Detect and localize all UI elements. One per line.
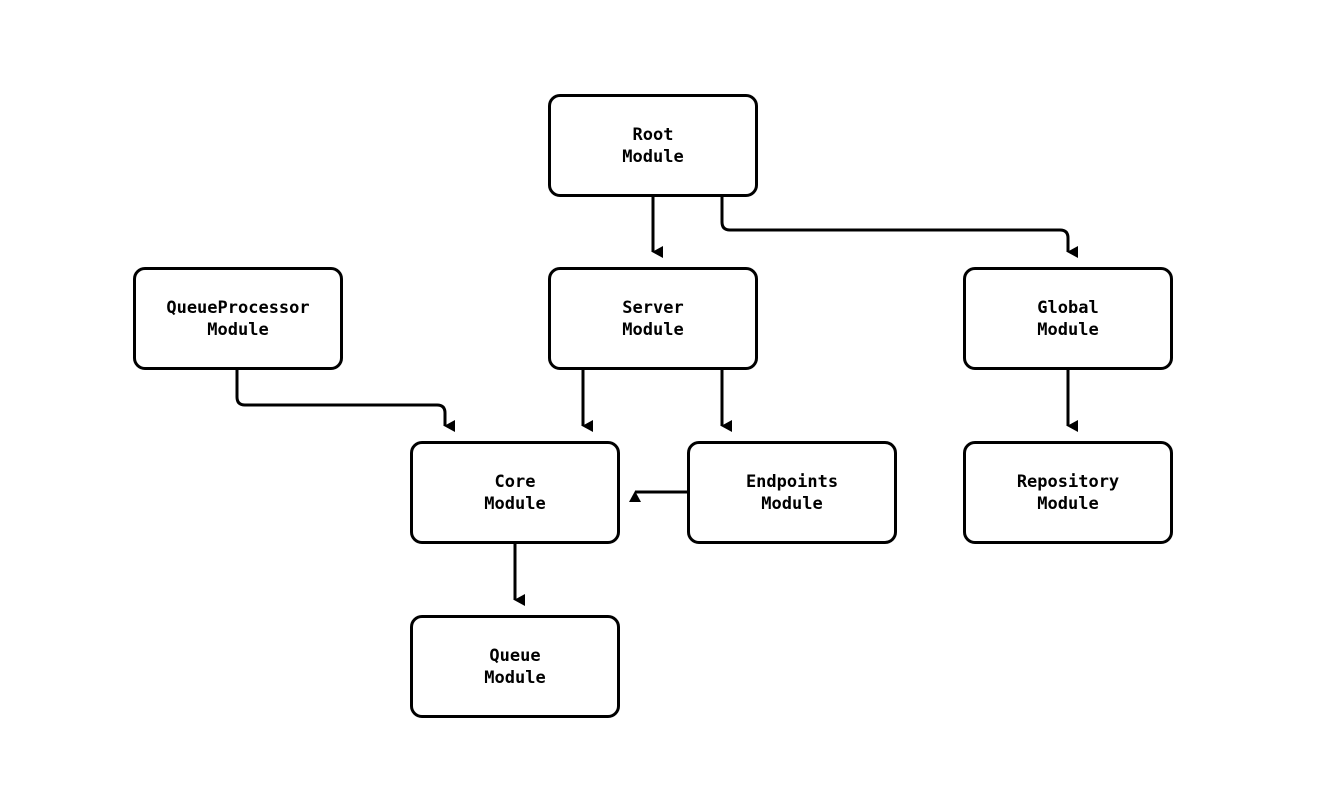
node-label-line1: Core bbox=[494, 471, 536, 492]
node-label-line2: Module bbox=[1037, 493, 1099, 514]
node-label-line2: Module bbox=[622, 319, 684, 340]
node-label-line1: Server bbox=[622, 297, 684, 318]
node-label-line2: Module bbox=[761, 493, 823, 514]
edge-queueprocessor-core bbox=[235, 370, 455, 432]
node-label-line2: Module bbox=[622, 146, 684, 167]
edge-root-global bbox=[720, 197, 1078, 258]
node-label-line1: Global bbox=[1037, 297, 1099, 318]
node-label-line1: Endpoints bbox=[745, 471, 839, 492]
node-label-line1: Repository bbox=[1016, 471, 1120, 492]
node-label-line2: Module bbox=[207, 319, 269, 340]
node-label-line2: Module bbox=[484, 493, 546, 514]
node-label-line1: Queue bbox=[489, 645, 541, 666]
node-label-line2: Module bbox=[1037, 319, 1099, 340]
node-label-line1: QueueProcessor bbox=[166, 297, 310, 318]
node-label-line1: Root bbox=[632, 124, 674, 145]
node-label-line2: Module bbox=[484, 667, 546, 688]
